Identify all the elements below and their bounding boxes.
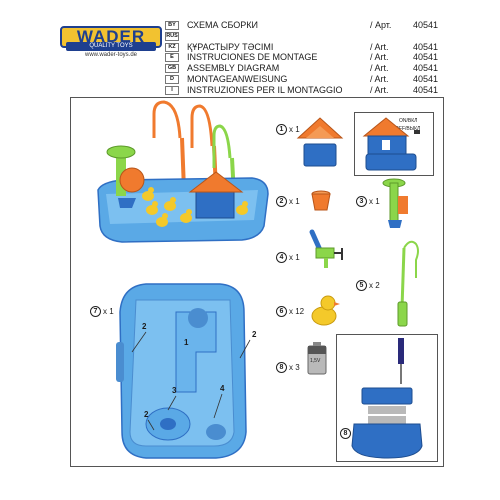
part-1-house-image — [296, 117, 344, 167]
lang-title: INSTRUZIONES PER IL MONTAGGIO — [187, 84, 343, 95]
battery-voltage-label: 1,5V — [310, 358, 321, 364]
lang-title: INSTRUCIONES DE MONTAGE — [187, 52, 318, 63]
lang-row-gb: GB ASSEMBLY DIAGRAM / Art. 40541 — [165, 63, 445, 74]
article-number: 40541 — [413, 41, 439, 52]
lang-row-i: I INSTRUZIONES PER IL MONTAGGIO / Art. 4… — [165, 85, 445, 96]
tub-callout-4: 4 — [220, 384, 225, 393]
tub-callout-2-bottom: 2 — [144, 410, 149, 419]
diagram-frame — [70, 97, 444, 467]
part-number: 8 — [276, 362, 287, 373]
article-label: / Art. — [370, 52, 389, 63]
lang-title: MONTAGEANWEISUNG — [187, 73, 288, 84]
part-number: 3 — [356, 196, 367, 207]
lang-row-d: D MONTAGEANWEISUNG / Art. 40541 — [165, 74, 445, 85]
brand-logo: WADER QUALITY TOYS www.wader-toys.de — [60, 26, 162, 60]
lang-code: E — [165, 53, 179, 63]
part-number: 7 — [90, 306, 101, 317]
part-quantity: x 1 — [369, 196, 380, 206]
part-number: 2 — [276, 196, 287, 207]
article-label: / Арт. — [370, 20, 392, 30]
switch-on-label: ON/ВКЛ — [399, 118, 418, 124]
part-2-cup-image — [311, 190, 331, 211]
language-title-table: BY СХЕМА СБОРКИ / Арт. 40541 RUS KZ ҚҰРА… — [165, 20, 445, 96]
part-quantity: x 12 — [289, 306, 305, 316]
lang-row-kz: KZ ҚҰРАСТЫРУ ТӘСІМІ / Art. 40541 — [165, 42, 445, 53]
part-quantity: x 3 — [289, 362, 300, 372]
part-4-connector-image — [309, 229, 343, 268]
tub-callout-3: 3 — [172, 386, 177, 395]
part-quantity: x 1 — [289, 124, 300, 134]
tub-callout-1: 1 — [184, 338, 189, 347]
tub-callout-2-top: 2 — [252, 330, 257, 339]
switch-off-label: OFF/ВЫКЛ — [395, 126, 421, 132]
part-6-duck-image — [311, 295, 340, 326]
part-quantity: x 2 — [369, 280, 380, 290]
house-with-switch-image — [362, 117, 420, 171]
article-number: 40541 — [413, 84, 439, 95]
part-8-battery-image — [307, 342, 327, 375]
part-number: 6 — [276, 306, 287, 317]
part-number: 4 — [276, 252, 287, 263]
lang-title: ASSEMBLY DIAGRAM — [187, 63, 280, 74]
article-label: / Art. — [370, 84, 389, 95]
part-quantity: x 1 — [103, 306, 114, 316]
part-number: 5 — [356, 280, 367, 291]
lang-title: СХЕМА СБОРКИ — [187, 20, 259, 30]
step-badge: 8 — [340, 428, 351, 439]
lang-code: GB — [165, 64, 179, 74]
part-3-tower-image — [382, 178, 408, 228]
lang-row-e: E INSTRUCIONES DE MONTAGE / Art. 40541 — [165, 52, 445, 63]
lang-title: ҚҰРАСТЫРУ ТӘСІМІ — [187, 41, 274, 52]
part-7-base-tub-image — [116, 283, 247, 459]
logo-tagline: QUALITY TOYS — [66, 42, 156, 51]
part-quantity: x 1 — [289, 252, 300, 262]
lang-code: KZ — [165, 42, 179, 52]
article-label: / Art. — [370, 41, 389, 52]
lang-code: BY — [165, 21, 179, 30]
article-number: 40541 — [413, 63, 439, 74]
lang-code: RUS — [165, 31, 179, 41]
article-label: / Art. — [370, 63, 389, 74]
assembled-toy-illustration — [97, 100, 269, 243]
battery-install-image — [351, 338, 423, 459]
logo-url: www.wader-toys.de — [84, 52, 138, 58]
lang-code: I — [165, 85, 179, 95]
lang-row-rus: RUS — [165, 31, 445, 42]
lang-row-by: BY СХЕМА СБОРКИ / Арт. 40541 — [165, 20, 445, 31]
lang-code: D — [165, 74, 179, 84]
part-number: 1 — [276, 124, 287, 135]
part-5-fishing-rod-image — [397, 240, 419, 327]
part-quantity: x 1 — [289, 196, 300, 206]
article-number: 40541 — [413, 73, 439, 84]
article-number: 40541 — [413, 52, 439, 63]
article-label: / Art. — [370, 73, 389, 84]
tub-callout-2-left: 2 — [142, 322, 147, 331]
article-number: 40541 — [413, 20, 439, 30]
